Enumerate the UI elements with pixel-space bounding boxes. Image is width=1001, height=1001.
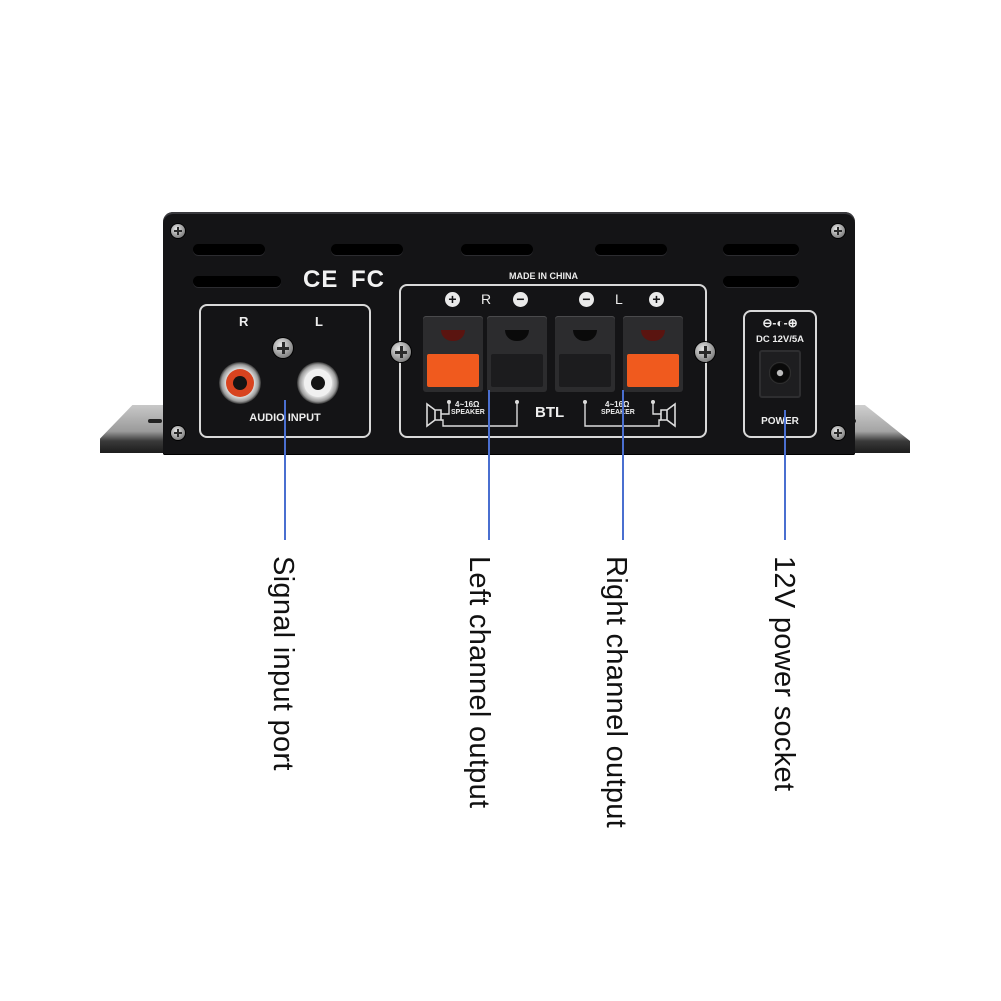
callout-line-right-output (622, 390, 624, 540)
speaker-terminal-left-plus[interactable] (623, 316, 683, 392)
minus-icon: − (513, 292, 528, 307)
vent-slot (331, 244, 403, 255)
vent-slot (461, 244, 533, 255)
speaker-terminal-right-minus[interactable] (487, 316, 547, 392)
fcc-mark: FC (351, 266, 385, 293)
dc-polarity-icon: ⊖-◐-⊕ (762, 316, 798, 330)
power-panel: ⊖-◐-⊕ DC 12V/5A POWER (743, 310, 817, 438)
audio-input-panel: R L AUDIO INPUT (199, 304, 371, 438)
rca-right-label: R (239, 314, 249, 329)
callout-right-channel-output: Right channel output (600, 556, 632, 829)
screw-icon (171, 426, 185, 440)
made-in-china-label: MADE IN CHINA (509, 271, 578, 281)
screw-icon (831, 426, 845, 440)
callout-12v-power-socket: 12V power socket (768, 556, 800, 792)
power-label: POWER (761, 416, 799, 427)
minus-icon: − (579, 292, 594, 307)
rca-left-label: L (315, 314, 323, 329)
speaker-terminal-left-minus[interactable] (555, 316, 615, 392)
rca-input-left[interactable] (297, 362, 339, 404)
power-rating-label: DC 12V/5A (755, 334, 805, 345)
plus-icon: + (649, 292, 664, 307)
vent-slot (723, 244, 799, 255)
callout-line-signal-input (284, 400, 286, 540)
screw-icon (171, 224, 185, 238)
rca-input-right[interactable] (219, 362, 261, 404)
callout-signal-input-port: Signal input port (267, 556, 299, 771)
speaker-diagram-left-icon (583, 400, 676, 428)
dc-power-jack[interactable] (759, 350, 801, 398)
amplifier-back-panel: CE FC R L AUDIO INPUT MADE IN CHINA + R … (163, 212, 855, 455)
vent-slot (723, 276, 799, 287)
left-channel-label: L (615, 291, 623, 307)
speaker-label-left: SPEAKER (601, 409, 635, 416)
ce-mark: CE (303, 266, 339, 293)
right-channel-label: R (481, 291, 492, 307)
callout-line-left-output (488, 390, 490, 540)
vent-slot (193, 276, 281, 287)
impedance-label-left: 4~16Ω (605, 400, 630, 409)
screw-icon (831, 224, 845, 238)
speaker-label-right: SPEAKER (451, 409, 485, 416)
speaker-terminal-right-plus[interactable] (423, 316, 483, 392)
mounting-bracket-left (100, 405, 172, 453)
btl-label: BTL (535, 404, 565, 421)
screw-icon (695, 342, 715, 362)
callout-left-channel-output: Left channel output (463, 556, 495, 809)
screw-icon (391, 342, 411, 362)
vent-slot (595, 244, 667, 255)
speaker-diagram-right-icon (426, 400, 519, 428)
callout-line-power (784, 410, 786, 540)
impedance-label-right: 4~16Ω (455, 400, 480, 409)
vent-slot (193, 244, 265, 255)
plus-icon: + (445, 292, 460, 307)
speaker-output-panel: + R − − L + 4~16Ω SPEAKER BT (399, 284, 707, 438)
screw-icon (273, 338, 293, 358)
